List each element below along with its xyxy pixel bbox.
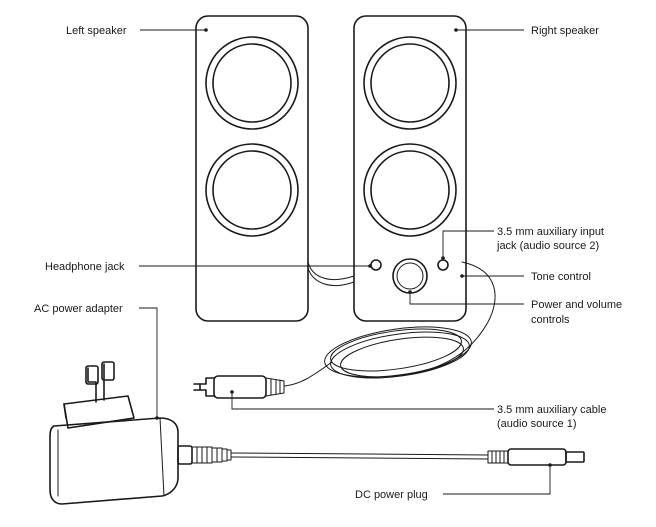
aux-cable-plug [193,375,285,399]
label-dc-power-plug: DC power plug [355,489,428,501]
callout-power-volume [409,292,524,305]
left-speaker [195,15,309,322]
callout-ac-adapter [139,307,158,418]
speaker-link-cable [307,261,355,280]
label-headphone-jack: Headphone jack [45,261,125,273]
ac-power-adapter [49,361,489,505]
label-aux-cable-2: (audio source 1) [497,418,577,430]
aux-input-port [437,259,449,271]
right-speaker [353,15,467,322]
label-aux-input-1: 3.5 mm auxiliary input [497,226,604,238]
callout-aux-cable [231,392,494,410]
label-left-speaker: Left speaker [66,25,127,37]
label-right-speaker: Right speaker [531,25,599,37]
label-tone-control: Tone control [531,271,591,283]
label-ac-power-adapter: AC power adapter [34,303,123,315]
power-volume-knob [392,258,428,294]
callout-dc-plug [443,465,551,495]
label-aux-input-2: jack (audio source 2) [496,240,599,252]
aux-cable-coil [284,261,496,387]
headphone-jack-port [370,259,382,271]
label-power-volume-2: controls [531,314,570,326]
label-power-volume-1: Power and volume [531,299,622,311]
dc-power-plug [487,448,585,466]
callout-aux-input [442,230,494,258]
label-aux-cable-1: 3.5 mm auxiliary cable [497,404,606,416]
